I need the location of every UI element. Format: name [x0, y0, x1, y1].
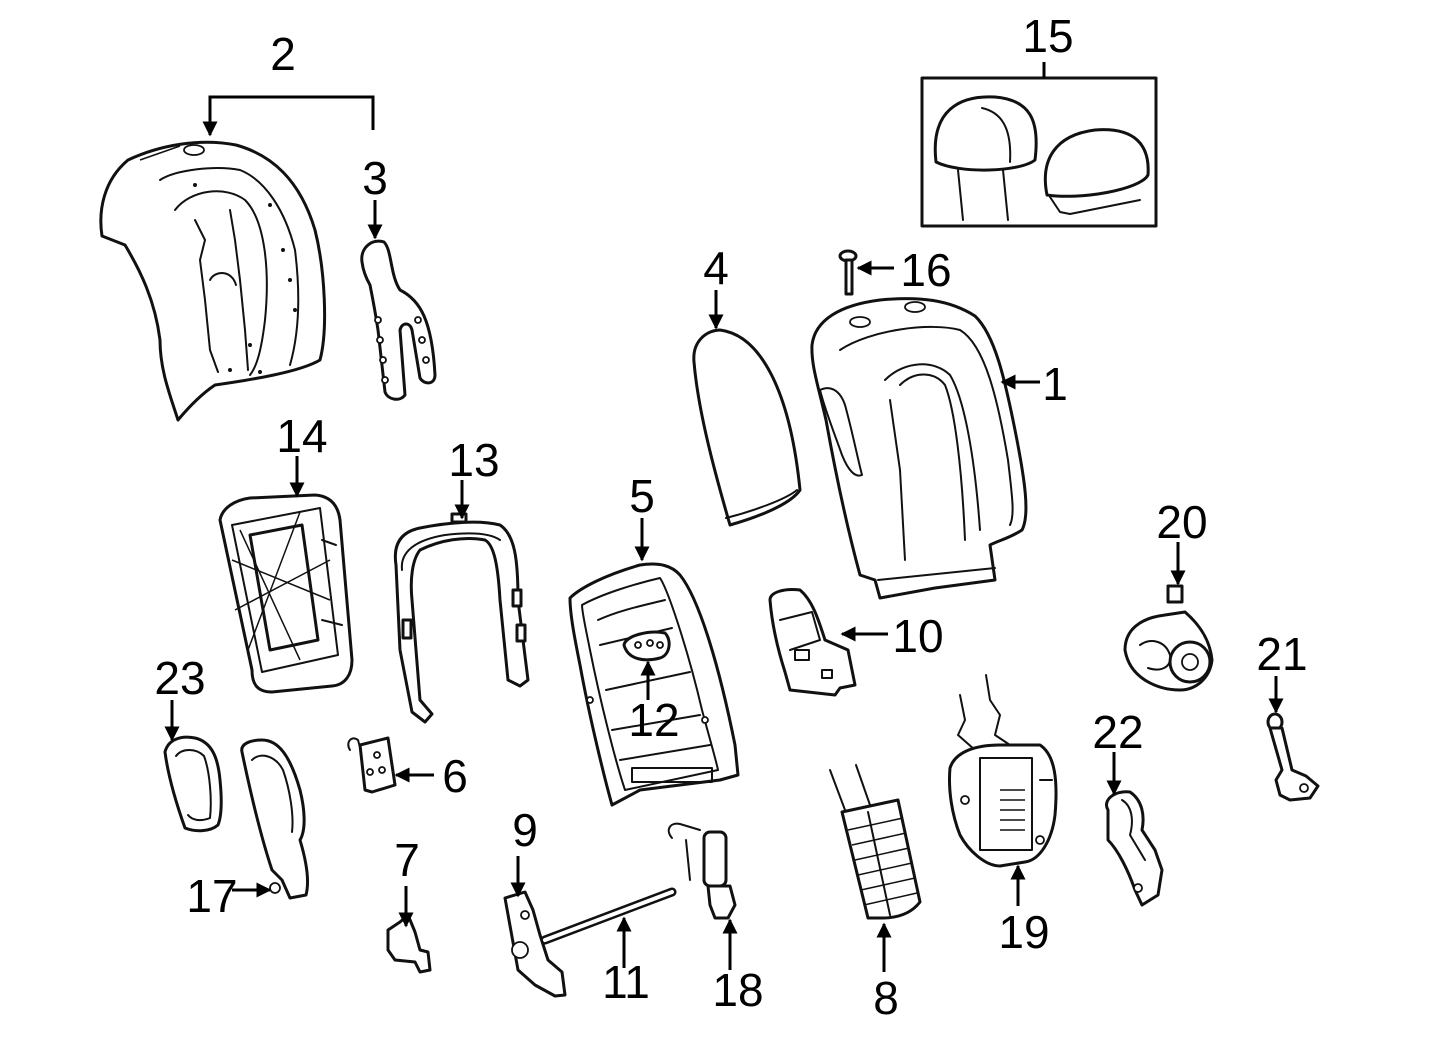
- callout-10: 10: [892, 610, 943, 662]
- callout-22: 22: [1092, 706, 1143, 758]
- callout-7: 7: [394, 834, 420, 886]
- part-14-lumbar-frame: [218, 493, 354, 694]
- callout-12: 12: [628, 694, 679, 746]
- part-22-trim-piece: [1105, 790, 1164, 907]
- callout-16: 16: [900, 244, 951, 296]
- part-16-bolt: [838, 249, 858, 296]
- part-20-recliner: [1123, 584, 1214, 692]
- callout-18: 18: [712, 964, 763, 1016]
- part-5-seat-back-frame: [568, 562, 740, 807]
- callout-6: 6: [442, 750, 468, 802]
- part-19-motor-assembly: [948, 674, 1058, 868]
- part-13-upper-frame: [393, 512, 530, 724]
- callout-3: 3: [362, 152, 388, 204]
- callout-9: 9: [512, 804, 538, 856]
- part-3-pad-insert: [360, 239, 437, 401]
- callout-13: 13: [448, 434, 499, 486]
- callout-14: 14: [276, 410, 327, 462]
- part-10-side-bracket: [768, 588, 857, 697]
- part-1-seat-back-assembly: [810, 297, 1028, 600]
- callout-15: 15: [1022, 10, 1073, 62]
- callout-20: 20: [1156, 496, 1207, 548]
- part-9-hinge-bracket: [503, 890, 567, 998]
- part-2-seat-back-cover: [99, 140, 327, 422]
- callout-2: 2: [270, 28, 296, 80]
- headrest-front: [933, 95, 1038, 172]
- part-21-lever: [1266, 712, 1320, 802]
- part-4-back-panel: [692, 328, 802, 527]
- part-15-headrest-box: [920, 76, 1158, 228]
- part-18-actuator: [667, 822, 737, 920]
- part-7-clip: [386, 913, 432, 974]
- part-11-rod: [540, 887, 677, 945]
- callout-21: 21: [1256, 628, 1307, 680]
- callout-23: 23: [154, 652, 205, 704]
- callout-5: 5: [629, 470, 655, 522]
- leader-lines: [164, 62, 1284, 972]
- part-6-switch: [347, 736, 397, 794]
- callout-1: 1: [1042, 358, 1068, 410]
- part-23-bezel: [163, 735, 223, 833]
- part-8-lumbar-support: [829, 764, 922, 920]
- callout-17: 17: [186, 870, 237, 922]
- callout-8: 8: [873, 972, 899, 1024]
- callout-labels: 1 2 3 4 5 6 7 8 9 10 11 12 13 14 15 16 1…: [154, 10, 1307, 1024]
- part-17-side-shield: [240, 738, 310, 900]
- callout-4: 4: [703, 242, 729, 294]
- headrest-rear: [1043, 128, 1150, 198]
- callout-11: 11: [602, 956, 650, 1008]
- callout-19: 19: [998, 906, 1049, 958]
